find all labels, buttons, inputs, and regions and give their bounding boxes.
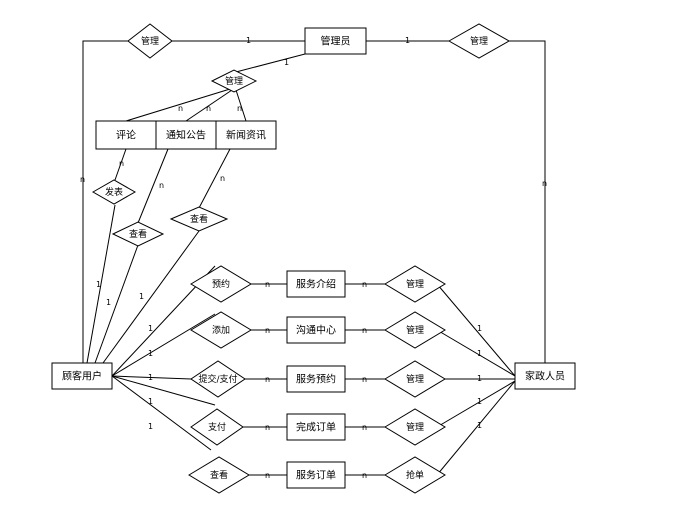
rel-submit-pay-label: 提交/支付	[198, 373, 237, 385]
card-add-comm-n: n	[265, 326, 270, 335]
rel-admin-customer-label: 管理	[141, 35, 159, 47]
entity-comm-center-label: 沟通中心	[296, 324, 336, 337]
entity-news: 新闻资讯	[215, 120, 277, 150]
rel-admin-worker-label: 管理	[470, 35, 488, 47]
card-view-order-n: n	[265, 471, 270, 480]
card-submit-booking-n: n	[265, 375, 270, 384]
entity-service-order: 服务订单	[286, 461, 346, 489]
card-admin-worker-1: 1	[405, 36, 410, 45]
rel-manage-completed-label: 管理	[406, 421, 424, 433]
entity-notice: 通知公告	[155, 120, 217, 150]
rel-add-label: 添加	[212, 325, 230, 336]
rel-admin-content: 管理	[210, 69, 258, 93]
card-content-news-n: n	[237, 104, 242, 113]
card-manage-intro-n: n	[362, 280, 367, 289]
rel-view-order: 查看	[188, 456, 250, 494]
entity-worker-label: 家政人员	[525, 370, 565, 383]
rel-admin-customer: 管理	[127, 23, 173, 59]
card-admin-content-1: 1	[284, 58, 289, 67]
rel-manage-comm-label: 管理	[406, 324, 424, 336]
card-manage-booking-worker-1: 1	[477, 374, 482, 383]
rel-grab-order-label: 抢单	[406, 469, 424, 481]
card-manage-completed-worker-1: 1	[477, 397, 482, 406]
card-admin-customer-n: n	[80, 175, 85, 184]
rel-admin-content-label: 管理	[225, 75, 243, 87]
card-admin-customer-1: 1	[246, 36, 251, 45]
rel-grab-order: 抢单	[384, 456, 446, 494]
entity-customer: 顾客用户	[51, 362, 113, 390]
connectors	[82, 40, 546, 476]
card-manage-intro-worker-1: 1	[477, 324, 482, 333]
card-view-news-n: n	[220, 174, 225, 183]
card-pay-customer-1: 1	[148, 397, 153, 406]
rel-pay: 支付	[190, 408, 244, 446]
rel-publish-label: 发表	[105, 186, 123, 198]
card-content-notice-n: n	[206, 104, 211, 113]
entity-worker: 家政人员	[514, 362, 576, 390]
card-grab-order-worker-1: 1	[477, 421, 482, 430]
entity-service-booking-label: 服务预约	[296, 373, 336, 386]
entity-completed-order-label: 完成订单	[296, 421, 336, 434]
card-manage-comm-worker-1: 1	[477, 349, 482, 358]
card-view-news-customer-1: 1	[139, 292, 144, 301]
entity-admin: 管理员	[304, 27, 367, 55]
card-add-customer-1: 1	[148, 349, 153, 358]
entity-service-intro-label: 服务介绍	[296, 278, 336, 291]
card-content-comment-n: n	[178, 104, 183, 113]
rel-book-label: 预约	[212, 278, 230, 290]
rel-admin-worker: 管理	[447, 23, 511, 59]
entity-customer-label: 顾客用户	[62, 370, 102, 383]
card-manage-comm-n: n	[362, 326, 367, 335]
rel-manage-intro: 管理	[384, 265, 446, 303]
rel-manage-booking-label: 管理	[406, 373, 424, 385]
card-pay-completed-n: n	[265, 423, 270, 432]
entity-completed-order: 完成订单	[286, 413, 346, 441]
card-submit-customer-1: 1	[148, 373, 153, 382]
entity-admin-label: 管理员	[321, 35, 351, 48]
card-manage-completed-n: n	[362, 423, 367, 432]
entity-service-order-label: 服务订单	[296, 469, 336, 482]
card-manage-booking-n: n	[362, 375, 367, 384]
card-book-customer-1: 1	[148, 324, 153, 333]
rel-submit-pay: 提交/支付	[190, 360, 246, 398]
rel-book: 预约	[190, 265, 252, 303]
card-admin-worker-n: n	[542, 179, 547, 188]
rel-add: 添加	[190, 311, 252, 349]
rel-manage-comm: 管理	[384, 311, 446, 349]
card-book-intro-n: n	[265, 280, 270, 289]
rel-view-news-label: 查看	[190, 213, 208, 225]
rel-view-notice: 查看	[111, 221, 165, 247]
rel-manage-completed: 管理	[384, 408, 446, 446]
rel-view-notice-label: 查看	[129, 228, 147, 240]
card-view-order-customer-1: 1	[148, 422, 153, 431]
entity-notice-label: 通知公告	[166, 129, 206, 142]
rel-manage-booking: 管理	[384, 360, 446, 398]
card-view-notice-n: n	[159, 181, 164, 190]
entity-service-intro: 服务介绍	[286, 270, 346, 298]
entity-comm-center: 沟通中心	[286, 316, 346, 344]
entity-service-booking: 服务预约	[286, 365, 346, 393]
card-grab-order-n: n	[362, 471, 367, 480]
cardinalities: 1 n 1 n 1 n n n n n n 1 1 1 1 1 1 1 1 n …	[80, 36, 547, 480]
rel-view-news: 查看	[169, 206, 229, 232]
entity-news-label: 新闻资讯	[226, 129, 266, 142]
rel-manage-intro-label: 管理	[406, 278, 424, 290]
entity-comment: 评论	[95, 120, 157, 150]
card-publish-customer-1: 1	[96, 280, 101, 289]
rel-pay-label: 支付	[208, 421, 226, 433]
rel-view-order-label: 查看	[210, 469, 228, 481]
rel-publish: 发表	[91, 179, 137, 205]
card-publish-comment-n: n	[119, 159, 124, 168]
card-view-notice-customer-1: 1	[106, 298, 111, 307]
entity-comment-label: 评论	[116, 129, 136, 142]
